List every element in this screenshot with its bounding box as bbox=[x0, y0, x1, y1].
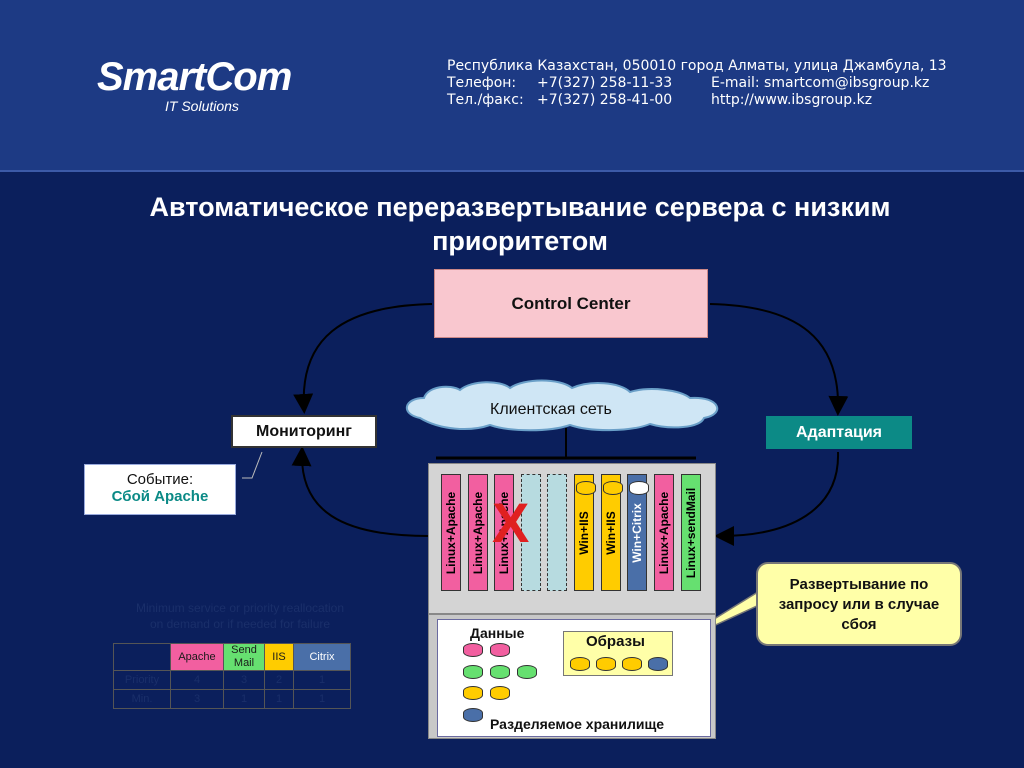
table-header-cell: Citrix bbox=[293, 643, 351, 671]
event-label: Событие: bbox=[126, 471, 194, 488]
company-logo: SmartCom bbox=[97, 55, 292, 99]
server-label: Linux+Apache bbox=[444, 491, 458, 574]
shared-storage-label: Разделяемое хранилище bbox=[490, 716, 665, 732]
callout-line-2: запросу или в случае bbox=[778, 596, 940, 613]
server-slot bbox=[521, 474, 541, 591]
table-cell: 4 bbox=[170, 670, 224, 690]
control-center-label: Control Center bbox=[511, 294, 631, 313]
server-slot: Win+IIS bbox=[601, 474, 621, 591]
storage-disk-icon bbox=[517, 665, 537, 679]
arrow-cc-to-monitoring bbox=[293, 303, 433, 414]
slide-title: Автоматическое переразвертывание сервера… bbox=[60, 190, 980, 258]
server-slot: Linux+Apache bbox=[494, 474, 514, 591]
monitoring-box: Мониторинг bbox=[231, 415, 377, 448]
table-cell: Priority bbox=[113, 670, 171, 690]
images-label: Образы bbox=[586, 633, 645, 650]
data-label: Данные bbox=[470, 625, 525, 641]
email[interactable]: E-mail: smartcom@ibsgroup.kz bbox=[711, 75, 930, 91]
storage-disk-icon bbox=[570, 657, 590, 671]
server-label: Win+IIS bbox=[604, 510, 618, 555]
disk-icon bbox=[603, 481, 623, 495]
server-label: Linux+sendMail bbox=[684, 487, 698, 578]
table-header-row: Apache Send Mail IIS Citrix bbox=[113, 643, 351, 671]
cloud-shape bbox=[406, 379, 719, 432]
phone-label: Телефон: bbox=[447, 75, 517, 91]
table-row: Min. 3 1 1 1 bbox=[113, 689, 351, 709]
table-header-cell: Send Mail bbox=[223, 643, 265, 671]
reallocation-note: Minimum service or priority reallocation… bbox=[100, 600, 380, 632]
server-slot: Linux+sendMail bbox=[681, 474, 701, 591]
storage-disk-icon bbox=[463, 643, 483, 657]
disk-icon bbox=[576, 481, 596, 495]
cloud-label: Клиентская сеть bbox=[490, 401, 612, 418]
adaptation-box: Адаптация bbox=[766, 416, 912, 449]
reallocation-line-2: on demand or if needed for failure bbox=[149, 617, 331, 631]
phone-value: +7(327) 258-11-33 bbox=[537, 75, 673, 91]
storage-disk-icon bbox=[622, 657, 642, 671]
website-link[interactable]: http://www.ibsgroup.kz bbox=[711, 92, 873, 108]
table-header-cell: IIS bbox=[264, 643, 294, 671]
title-line-1: Автоматическое переразвертывание сервера… bbox=[149, 192, 891, 222]
arrow-rack-to-monitoring bbox=[291, 446, 429, 537]
priority-table: Apache Send Mail IIS Citrix Priority 4 3… bbox=[113, 643, 351, 709]
arrow-adaptation-to-rack bbox=[714, 451, 840, 546]
storage-disk-icon bbox=[463, 665, 483, 679]
fax-value: +7(327) 258-41-00 bbox=[537, 92, 673, 108]
control-center-box: Control Center bbox=[434, 269, 708, 338]
table-header-cell bbox=[113, 643, 171, 671]
reallocation-line-1: Minimum service or priority reallocation bbox=[135, 601, 345, 615]
table-cell: 3 bbox=[170, 689, 224, 709]
arrow-cc-to-adaptation bbox=[709, 303, 849, 416]
title-line-2: приоритетом bbox=[432, 226, 608, 256]
storage-disk-icon bbox=[463, 686, 483, 700]
table-cell: 1 bbox=[293, 689, 351, 709]
callout-line-1: Развертывание по bbox=[789, 576, 929, 593]
server-label: Linux+Apache bbox=[657, 491, 671, 574]
event-value: Сбой Apache bbox=[111, 488, 209, 505]
storage-disk-icon bbox=[490, 643, 510, 657]
fax-label: Тел./факс: bbox=[447, 92, 524, 108]
storage-disk-icon bbox=[648, 657, 668, 671]
failure-mark: X bbox=[492, 491, 530, 554]
monitoring-label: Мониторинг bbox=[256, 423, 352, 440]
callout-line-3: сбоя bbox=[841, 616, 877, 633]
server-slot: Win+Citrix bbox=[627, 474, 647, 591]
server-label: Win+IIS bbox=[577, 510, 591, 555]
table-cell: 2 bbox=[264, 670, 294, 690]
event-pointer bbox=[242, 451, 263, 479]
adaptation-label: Адаптация bbox=[795, 424, 882, 441]
storage-disk-icon bbox=[490, 665, 510, 679]
server-label: Linux+Apache bbox=[471, 491, 485, 574]
table-header-cell: Apache bbox=[170, 643, 224, 671]
storage-disk-icon bbox=[490, 686, 510, 700]
table-cell: 1 bbox=[223, 689, 265, 709]
address: Республика Казахстан, 050010 город Алмат… bbox=[447, 58, 947, 74]
server-slot: Win+IIS bbox=[574, 474, 594, 591]
storage-disk-icon bbox=[596, 657, 616, 671]
server-slot: Linux+Apache bbox=[441, 474, 461, 591]
storage-disk-icon bbox=[463, 708, 483, 722]
deployment-callout: Развертывание по запросу или в случае сб… bbox=[756, 562, 962, 646]
server-slot: Linux+Apache bbox=[468, 474, 488, 591]
table-row: Priority 4 3 2 1 bbox=[113, 670, 351, 690]
server-slot bbox=[547, 474, 567, 591]
table-cell: Min. bbox=[113, 689, 171, 709]
server-label: Win+Citrix bbox=[630, 502, 644, 563]
disk-icon bbox=[629, 481, 649, 495]
table-cell: 1 bbox=[264, 689, 294, 709]
server-slot: Linux+Apache bbox=[654, 474, 674, 591]
table-cell: 1 bbox=[293, 670, 351, 690]
header-banner: SmartCom IT Solutions Республика Казахст… bbox=[0, 0, 1024, 172]
event-box: Событие: Сбой Apache bbox=[84, 464, 236, 515]
table-cell: 3 bbox=[223, 670, 265, 690]
logo-subtitle: IT Solutions bbox=[165, 98, 239, 114]
